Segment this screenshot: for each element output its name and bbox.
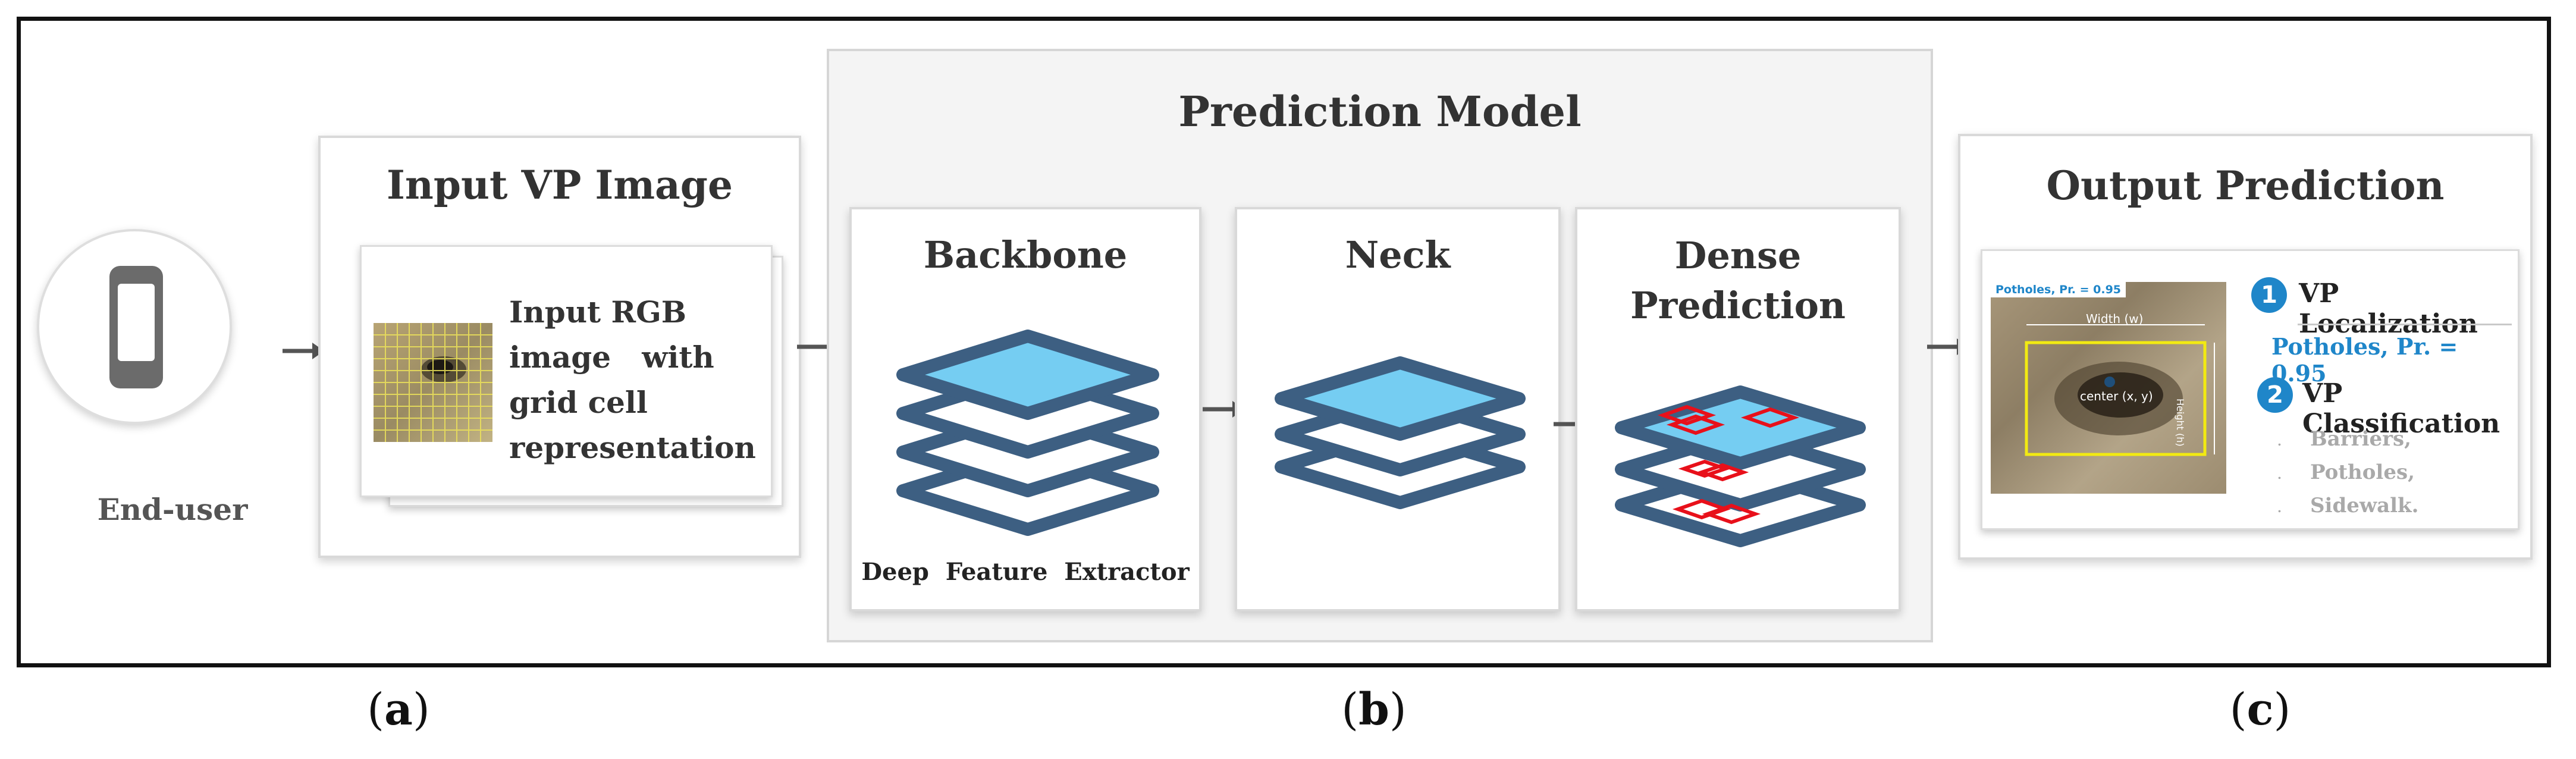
end-user-label: End-user [97,492,248,527]
neck-layers-icon [1275,356,1526,509]
output-card: Potholes, Pr. = 0.95 Width (w) center (x… [1981,249,2519,530]
step2-item: .Barriers, [2277,427,2412,451]
prediction-model-title: Prediction Model [1178,87,1582,136]
caption-a: (a) [367,684,430,735]
caption-c: (c) [2229,684,2291,735]
backbone-title: Backbone [923,233,1128,277]
red-anchor-boxes [1657,404,1800,525]
output-panel-title: Output Prediction [2046,162,2445,209]
backbone-subtitle: Deep Feature Extractor [861,558,1190,586]
dense-title: Dense Prediction [1630,234,1846,327]
backbone-card: Backbone Deep Feature Extractor [849,207,1201,611]
step2-label: VP Classification [2302,378,2500,439]
input-panel-title: Input VP Image [387,162,733,208]
step2-badge: 2 [2257,377,2293,413]
dense-layers-icon [1615,385,1866,547]
caption-b: (b) [1341,684,1407,735]
step1-label: VP Localization [2299,278,2478,339]
grid-image-thumbnail [374,323,492,442]
output-prediction-panel: Output Prediction Potholes, Pr. = 0.95 W… [1958,134,2533,560]
image-width-label: Width (w) [2086,312,2144,326]
step2-item: .Potholes, [2277,460,2415,484]
image-center-label: center (x, y) [2080,389,2153,403]
backbone-layers-icon [896,330,1159,536]
input-image-card: Input RGB image with grid cell represent… [360,245,773,497]
step2-item: .Sidewalk. [2277,494,2419,518]
step1-value: Potholes, Pr. = 0.95 [2271,333,2458,387]
step1-badge: 1 [2251,277,2287,313]
input-description: Input RGB image with grid cell represent… [509,294,756,465]
input-vp-image-panel: Input VP Image [318,136,801,558]
image-height-label: Height (h) [2175,399,2186,447]
step2-list: .Barriers, .Potholes, .Sidewalk. [2277,424,2418,523]
image-box-label: Potholes, Pr. = 0.95 [1991,282,2126,297]
end-user-circle [37,229,232,424]
output-pothole-image: Potholes, Pr. = 0.95 Width (w) center (x… [1991,282,2226,494]
step1-divider [2298,324,2512,325]
dense-prediction-card: Dense Prediction [1575,207,1901,611]
neck-card: Neck [1235,207,1561,611]
neck-title: Neck [1345,233,1451,277]
phone-icon [109,266,163,388]
